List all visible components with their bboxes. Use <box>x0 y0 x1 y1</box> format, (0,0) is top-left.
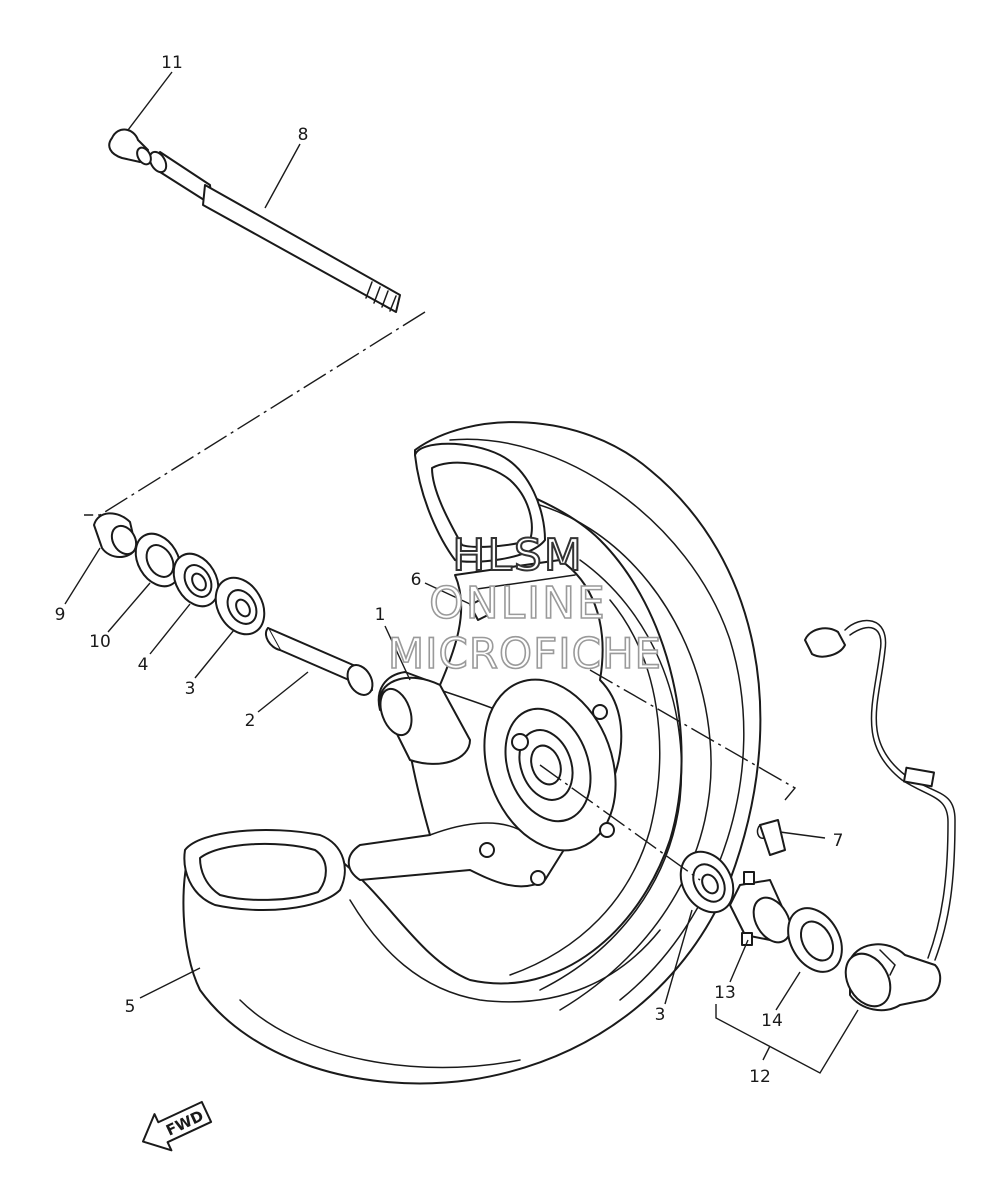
bearing-4 <box>172 552 220 608</box>
rim-lower-line <box>349 899 661 1003</box>
watermark-line-3: MICROFICHE <box>388 629 662 678</box>
callout-8: 8 <box>298 125 309 145</box>
oil-seal-14 <box>787 907 843 973</box>
callout-9: 9 <box>55 605 66 625</box>
rim-inner-line <box>539 559 683 991</box>
spacer-2 <box>264 627 374 696</box>
tire-tread-line <box>449 438 745 1001</box>
meter-gear-unit-12 <box>844 943 942 1012</box>
bearing-3-left <box>214 576 266 636</box>
spoke-line-3 <box>469 574 576 591</box>
callout-7: 7 <box>833 831 844 851</box>
callout-labels: 11 8 9 10 4 3 2 1 6 5 7 3 13 14 12 <box>55 53 844 1087</box>
callout-6: 6 <box>411 570 422 590</box>
valve-6 <box>469 599 489 621</box>
axle-centerline-right <box>539 764 701 881</box>
tire <box>182 421 762 1085</box>
callout-14: 14 <box>761 1011 783 1031</box>
callout-13: 13 <box>714 983 736 1003</box>
watermark: HLSM ONLINE MICROFICHE <box>387 529 662 679</box>
wheel-hub <box>479 678 617 886</box>
collar-9 <box>93 512 138 558</box>
callout-5: 5 <box>125 997 136 1017</box>
axle-assembly-line <box>84 311 426 516</box>
spoke-line-2 <box>429 822 521 836</box>
leader-lines <box>64 71 859 1074</box>
callout-2: 2 <box>245 711 256 731</box>
forward-direction-arrow: FWD <box>141 1100 213 1152</box>
meter-clutch-13 <box>729 871 792 946</box>
callout-10: 10 <box>89 632 111 652</box>
rim-inner-line-2 <box>509 599 661 976</box>
front-axle <box>148 150 401 313</box>
bearing-3-right <box>679 850 735 914</box>
tire-section-bottom-inner <box>199 842 327 901</box>
tire-wheel-assembly <box>182 421 762 1085</box>
watermark-line-1: HLSM <box>452 530 584 581</box>
sensor-lead <box>804 619 956 961</box>
clip-7 <box>756 819 786 856</box>
callout-3-left: 3 <box>185 679 196 699</box>
callout-12: 12 <box>749 1067 771 1087</box>
callout-11: 11 <box>161 53 183 73</box>
sensor-routing-line <box>589 669 797 801</box>
rim-edge-line <box>519 499 712 1011</box>
axle-collar-11 <box>108 128 152 166</box>
watermark-line-2: ONLINE <box>429 578 607 629</box>
tire-sidewall-line <box>239 999 521 1069</box>
oil-seal-10 <box>134 532 182 588</box>
tire-section-top-inner <box>431 461 533 548</box>
callout-1: 1 <box>375 605 386 625</box>
callout-3-right: 3 <box>655 1005 666 1025</box>
callout-4: 4 <box>138 655 149 675</box>
